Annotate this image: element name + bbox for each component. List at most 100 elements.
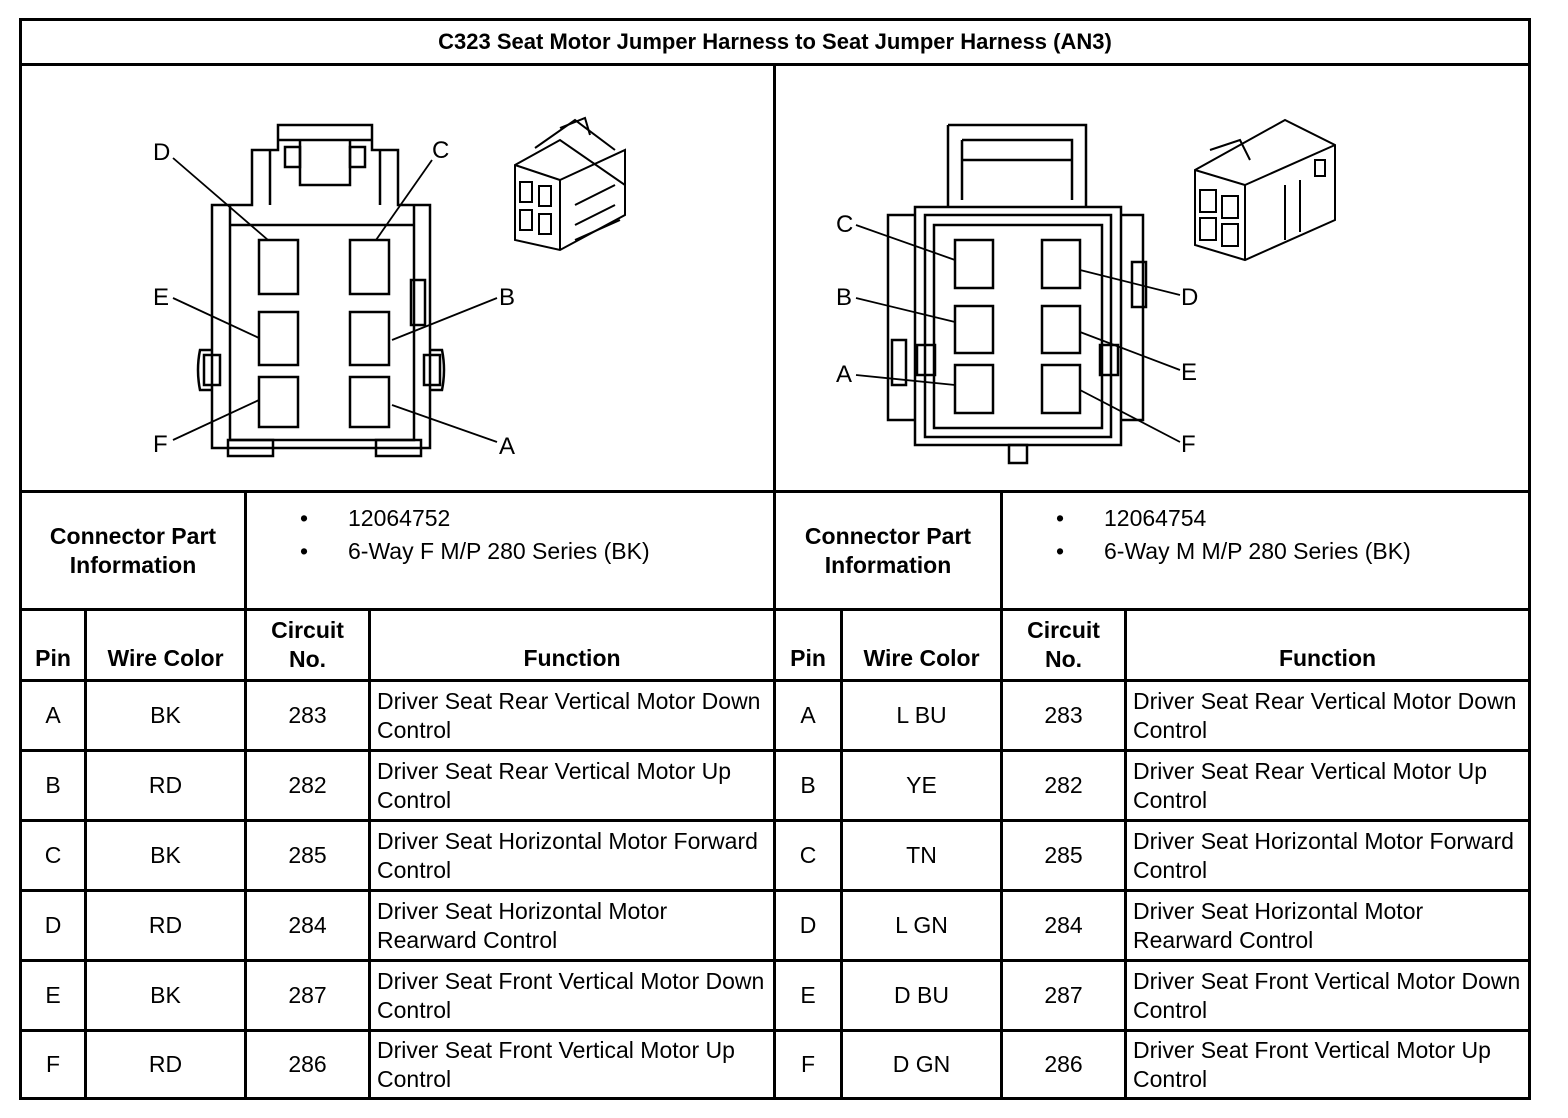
- left-header-pin: Pin: [35, 645, 71, 671]
- right-row-pin: C: [799, 842, 817, 868]
- right-row-pin: E: [800, 982, 816, 1008]
- left-row-pin: E: [45, 982, 61, 1008]
- divider-part-info: [19, 608, 1531, 611]
- right-row-wire-color: D BU: [894, 982, 949, 1008]
- right-pin-label-c: C: [836, 211, 853, 238]
- divider-row: [19, 959, 1531, 962]
- right-row-function: Driver Seat Front Vertical Motor Down Co…: [1133, 967, 1521, 1023]
- left-row-pin: B: [45, 772, 61, 798]
- right-header-circuit-no: Circuit No.: [1027, 617, 1100, 672]
- right-pin-label-e: E: [1181, 359, 1197, 386]
- bullet-icon: •: [1056, 538, 1065, 564]
- right-pin-label-b: B: [836, 284, 852, 311]
- right-row-circuit: 282: [1044, 772, 1083, 798]
- left-pin-label-c: C: [432, 137, 449, 164]
- left-row-pin: D: [44, 912, 62, 938]
- right-connector-diagram: C B A D E F: [836, 118, 1336, 465]
- divider-col: [840, 608, 843, 1100]
- left-row-wire-color: RD: [148, 1051, 183, 1077]
- left-pin-label-a: A: [499, 433, 515, 460]
- right-row-wire-color: YE: [906, 772, 937, 798]
- left-pin-label-b: B: [499, 284, 515, 311]
- left-row-circuit: 285: [288, 842, 327, 868]
- left-part-description: 6-Way F M/P 280 Series (BK): [348, 538, 650, 564]
- left-row-circuit: 284: [288, 912, 327, 938]
- divider-col: [84, 608, 87, 1100]
- left-connector-3d-icon: [514, 116, 626, 252]
- left-pin-label-f: F: [153, 431, 168, 458]
- right-row-wire-color: D GN: [892, 1051, 951, 1077]
- left-connector-diagram: D C E B F A: [153, 116, 626, 460]
- bullet-icon: •: [300, 505, 309, 531]
- right-row-pin: B: [800, 772, 816, 798]
- right-row-function: Driver Seat Horizontal Motor Forward Con…: [1133, 827, 1514, 883]
- left-part-number: 12064752: [348, 505, 451, 531]
- left-row-function: Driver Seat Front Vertical Motor Down Co…: [377, 967, 765, 1023]
- left-part-info-label: Connector Part Information: [49, 522, 217, 578]
- divider-col: [368, 608, 371, 1100]
- right-row-pin: F: [800, 1051, 816, 1077]
- bullet-icon: •: [1056, 505, 1065, 531]
- bullet-icon: •: [300, 538, 309, 564]
- left-pin-label-e: E: [153, 284, 169, 311]
- left-row-wire-color: RD: [148, 772, 183, 798]
- right-row-wire-color: L BU: [896, 702, 947, 728]
- divider-row: [19, 819, 1531, 822]
- right-header-function: Function: [1278, 645, 1377, 671]
- right-row-function: Driver Seat Rear Vertical Motor Down Con…: [1133, 687, 1517, 743]
- left-row-pin: A: [45, 702, 61, 728]
- left-row-circuit: 282: [288, 772, 327, 798]
- right-row-pin: A: [800, 702, 816, 728]
- divider-col: [244, 490, 247, 1100]
- divider-col: [1124, 608, 1127, 1100]
- left-header-wire-color: Wire Color: [107, 645, 224, 671]
- divider-row: [19, 889, 1531, 892]
- left-row-wire-color: RD: [148, 912, 183, 938]
- left-row-function: Driver Seat Horizontal Motor Rearward Co…: [377, 897, 668, 953]
- right-connector-3d-icon: [1194, 118, 1336, 262]
- right-pin-label-f: F: [1181, 431, 1196, 458]
- right-pin-label-d: D: [1181, 284, 1198, 311]
- divider-row: [19, 1029, 1531, 1032]
- left-row-pin: C: [44, 842, 62, 868]
- divider-header: [19, 679, 1531, 682]
- divider-col: [1000, 490, 1003, 1100]
- left-row-function: Driver Seat Rear Vertical Motor Down Con…: [377, 687, 761, 743]
- divider-row: [19, 749, 1531, 752]
- right-row-wire-color: TN: [906, 842, 937, 868]
- left-row-function: Driver Seat Front Vertical Motor Up Cont…: [377, 1036, 735, 1092]
- left-row-wire-color: BK: [150, 842, 181, 868]
- left-row-pin: F: [45, 1051, 61, 1077]
- left-header-circuit-no: Circuit No.: [271, 617, 344, 672]
- right-pin-label-a: A: [836, 361, 852, 388]
- right-row-circuit: 284: [1044, 912, 1083, 938]
- left-row-circuit: 287: [288, 982, 327, 1008]
- right-part-info: • 12064754 • 6-Way M M/P 280 Series (BK): [1056, 502, 1411, 568]
- right-row-wire-color: L GN: [895, 912, 948, 938]
- right-row-function: Driver Seat Rear Vertical Motor Up Contr…: [1133, 757, 1488, 813]
- right-row-function: Driver Seat Front Vertical Motor Up Cont…: [1133, 1036, 1491, 1092]
- right-row-circuit: 285: [1044, 842, 1083, 868]
- left-row-function: Driver Seat Rear Vertical Motor Up Contr…: [377, 757, 732, 813]
- left-row-wire-color: BK: [150, 702, 181, 728]
- right-row-circuit: 286: [1044, 1051, 1083, 1077]
- right-part-description: 6-Way M M/P 280 Series (BK): [1104, 538, 1411, 564]
- right-row-pin: D: [799, 912, 817, 938]
- right-row-function: Driver Seat Horizontal Motor Rearward Co…: [1133, 897, 1424, 953]
- right-part-info-label: Connector Part Information: [804, 522, 972, 578]
- divider-center: [773, 63, 776, 1100]
- left-row-circuit: 283: [288, 702, 327, 728]
- left-row-circuit: 286: [288, 1051, 327, 1077]
- divider-diagram: [19, 490, 1531, 493]
- left-part-info: • 12064752 • 6-Way F M/P 280 Series (BK): [300, 502, 650, 568]
- right-header-pin: Pin: [790, 645, 826, 671]
- left-header-function: Function: [523, 645, 621, 671]
- right-header-wire-color: Wire Color: [863, 645, 980, 671]
- left-row-function: Driver Seat Horizontal Motor Forward Con…: [377, 827, 758, 883]
- page-title: C323 Seat Motor Jumper Harness to Seat J…: [438, 29, 1112, 54]
- right-row-circuit: 287: [1044, 982, 1083, 1008]
- right-part-number: 12064754: [1104, 505, 1207, 531]
- right-row-circuit: 283: [1044, 702, 1083, 728]
- left-pin-label-d: D: [153, 139, 170, 166]
- left-row-wire-color: BK: [150, 982, 181, 1008]
